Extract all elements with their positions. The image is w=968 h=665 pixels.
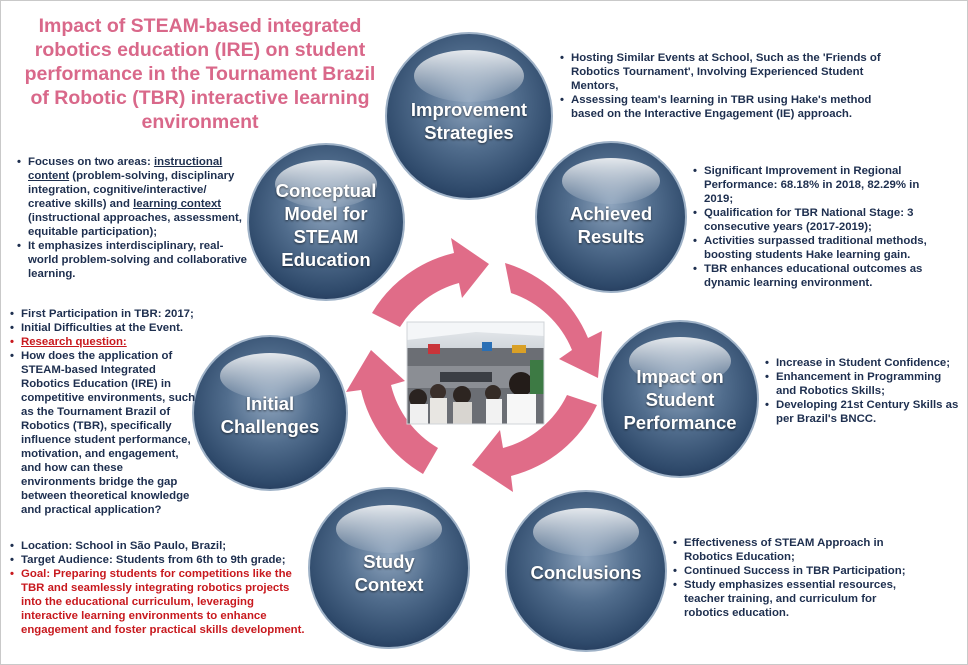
conceptual-model-list: Focuses on two areas: instructional cont…	[17, 155, 249, 281]
circle-achieved-results	[535, 141, 687, 293]
impact-list: Increase in Student Confidence; Enhancem…	[765, 356, 960, 426]
conclusions-item: Study emphasizes essential resources, te…	[673, 578, 913, 620]
circle-improvement-strategies	[385, 32, 553, 200]
initial-difficulties: Initial Difficulties at the Event.	[10, 321, 196, 335]
impact-item: Enhancement in Programming and Robotics …	[765, 370, 960, 398]
cycle-arrows	[346, 238, 602, 492]
conclusions-list: Effectiveness of STEAM Approach in Robot…	[673, 536, 913, 620]
study-goal: Goal: Preparing students for competition…	[10, 567, 305, 637]
study-audience: Target Audience: Students from 6th to 9t…	[10, 553, 305, 567]
cycle-arrow-3	[472, 395, 597, 492]
robotics-tournament-photo	[406, 321, 545, 425]
circle-study-context	[308, 487, 470, 649]
improvement-strategies-list: Hosting Similar Events at School, Such a…	[560, 51, 882, 121]
research-question: How does the application of STEAM-based …	[10, 349, 196, 517]
improvement-item: Assessing team's learning in TBR using H…	[560, 93, 882, 121]
conceptual-focus-text: (instructional approaches, assessment, e…	[28, 212, 242, 238]
learning-context-term: learning context	[133, 198, 222, 210]
achieved-item: Activities surpassed traditional methods…	[693, 234, 948, 262]
diagram-title: Impact of STEAM-based integrated robotic…	[24, 15, 376, 133]
conceptual-focus: Focuses on two areas: instructional cont…	[17, 155, 249, 239]
instructional-content-term: instructional content	[28, 156, 223, 182]
circle-impact-on-student-performance	[601, 320, 759, 478]
conclusions-item: Effectiveness of STEAM Approach in Robot…	[673, 536, 913, 564]
circle-conceptual-model	[247, 143, 405, 301]
cycle-arrow-2	[505, 263, 602, 378]
achieved-item: Significant Improvement in Regional Perf…	[693, 164, 948, 206]
achieved-item: Qualification for TBR National Stage: 3 …	[693, 206, 948, 234]
impact-item: Developing 21st Century Skills as per Br…	[765, 398, 960, 426]
study-context-list: Location: School in São Paulo, Brazil; T…	[10, 539, 305, 637]
circle-conclusions	[505, 490, 667, 652]
impact-item: Increase in Student Confidence;	[765, 356, 960, 370]
cycle-arrow-4	[346, 350, 438, 474]
initial-challenges-list: First Participation in TBR: 2017; Initia…	[10, 307, 196, 517]
conceptual-focus-text: Focuses on two areas:	[28, 156, 154, 168]
achieved-item: TBR enhances educational outcomes as dyn…	[693, 262, 948, 290]
circle-initial-challenges	[192, 335, 348, 491]
achieved-results-list: Significant Improvement in Regional Perf…	[693, 164, 948, 290]
conclusions-item: Continued Success in TBR Participation;	[673, 564, 913, 578]
initial-first-participation: First Participation in TBR: 2017;	[10, 307, 196, 321]
improvement-item: Hosting Similar Events at School, Such a…	[560, 51, 882, 93]
research-question-label: Research question:	[10, 335, 196, 349]
conceptual-emphasis: It emphasizes interdisciplinary, real-wo…	[17, 239, 249, 281]
study-location: Location: School in São Paulo, Brazil;	[10, 539, 305, 553]
cycle-arrow-1	[372, 238, 489, 327]
conceptual-focus-text: (problem-solving, disciplinary integrati…	[28, 170, 235, 210]
